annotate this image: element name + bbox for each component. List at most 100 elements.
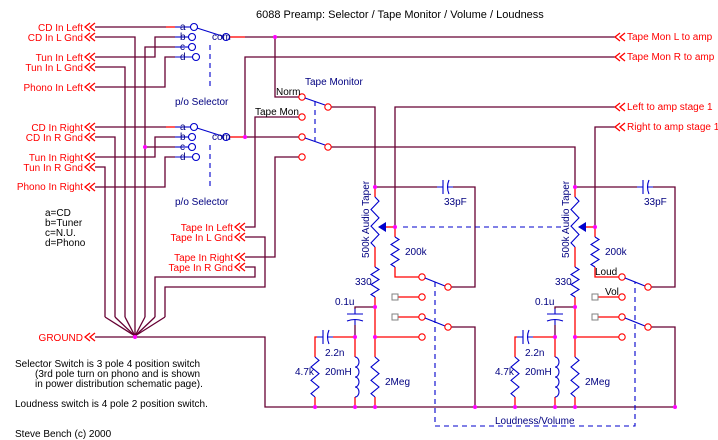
switch-contact: [187, 42, 197, 52]
switch-contact: [418, 313, 426, 321]
junction-dot: [553, 335, 557, 339]
junction-dot: [573, 185, 577, 189]
tape-monitor-label: Tape Monitor: [305, 77, 363, 88]
cap-01u: [547, 309, 563, 325]
notes: Selector Switch is 3 pole 4 position swi…: [15, 359, 208, 440]
component-values: 500k Audio Taper 500k Audio Taper 33pF 3…: [295, 180, 667, 427]
cap-33pf-right: 33pF: [644, 197, 667, 208]
connector-chevron-icon: [83, 22, 96, 32]
connector-chevron-icon: [613, 102, 626, 112]
wire: [514, 336, 517, 357]
label-cd-l-gnd: CD In L Gnd: [28, 33, 83, 44]
cap-33pf: [437, 180, 453, 194]
junction-dot: [573, 405, 577, 409]
connector-chevron-icon: [233, 232, 246, 242]
label-cd-left: CD In Left: [38, 23, 83, 34]
switch-contact: [189, 122, 199, 132]
resistor-2meg: [570, 356, 580, 398]
label-phono-right: Phono In Right: [17, 182, 83, 193]
wire: [394, 106, 615, 227]
wire: [95, 156, 175, 188]
r-200k-left: 200k: [405, 247, 428, 258]
unused-terminal: [591, 313, 599, 321]
capacitor-curved-plate: [526, 329, 530, 345]
capacitor-curved-plate: [326, 329, 330, 345]
tape-monitor-wiper: [304, 137, 326, 146]
selector-com-right: com: [212, 132, 231, 143]
connector-chevron-icon: [83, 82, 96, 92]
connector-chevron-icon: [83, 52, 96, 62]
contact-d-right: d: [180, 152, 186, 163]
unused-terminal: [391, 313, 399, 321]
junction-dot: [243, 135, 247, 139]
output-labels: Tape Mon L to amp Tape Mon R to amp Left…: [627, 32, 718, 133]
switch-contact: [618, 293, 626, 301]
junction-dot: [313, 405, 317, 409]
junction-dot: [373, 305, 377, 309]
switch-contact: [418, 273, 426, 281]
contact-c-right: c: [180, 142, 185, 153]
ground-fan: [114, 316, 136, 337]
cap-33pf: [637, 180, 653, 194]
junction-dot: [353, 405, 357, 409]
potentiometer-wiper-arrow: [378, 222, 386, 232]
selector-label-left: p/o Selector: [175, 97, 229, 108]
junction-dot: [353, 335, 357, 339]
cap-01u-left: 0.1u: [335, 297, 354, 308]
vol-label: Vol: [605, 287, 619, 298]
label-tun-l-gnd: Tun In L Gnd: [25, 63, 83, 74]
r-330-left: 330: [355, 277, 372, 288]
legend-item: c=N.U.: [45, 228, 76, 239]
resistor-2meg: [370, 356, 380, 398]
tape-monitor-positions: Norm Tape Mon Loud Vol: [255, 87, 619, 298]
capacitor-curved-plate: [346, 318, 364, 322]
selector-labels: com com p/o Selector p/o Selector Tape M…: [175, 32, 363, 208]
note-line: (3rd pole turn on phono and is shown: [35, 369, 200, 380]
resistor-330: [569, 266, 581, 298]
wire: [154, 266, 256, 317]
junction-dot: [373, 335, 377, 339]
r-330-right: 330: [555, 277, 572, 288]
connector-chevron-icon: [83, 122, 96, 132]
switch-contact: [187, 132, 197, 142]
wire: [394, 267, 419, 278]
wire: [594, 126, 615, 227]
label-tape-l-gnd: Tape In L Gnd: [171, 233, 233, 244]
unused-terminal: [591, 293, 599, 301]
label-tun-r-gnd: Tun In R Gnd: [23, 163, 83, 174]
switch-contact: [191, 152, 201, 162]
connector-chevron-icon: [83, 182, 96, 192]
label-tape-left: Tape In Left: [181, 223, 233, 234]
junction-dot: [473, 405, 477, 409]
connector-chevron-icon: [83, 152, 96, 162]
unused-terminal: [391, 293, 399, 301]
pot-label-left: 500k Audio Taper: [361, 180, 372, 258]
resistor-4-7k: [510, 356, 520, 398]
junction-dot: [373, 405, 377, 409]
connector-chevron-icon: [233, 222, 246, 232]
connector-chevron-icon: [233, 262, 246, 272]
r-47k-right: 4.7k: [495, 367, 515, 378]
junction-dot: [373, 185, 377, 189]
junction-dot: [143, 145, 147, 149]
cap-01u-right: 0.1u: [535, 297, 554, 308]
switch-contact: [221, 132, 231, 142]
tape-mon-label: Tape Mon: [255, 107, 299, 118]
wire: [651, 186, 676, 288]
label-tape-mon-r: Tape Mon R to amp: [627, 52, 715, 63]
contact-b-left: b: [180, 32, 186, 43]
legend-item: b=Tuner: [45, 218, 83, 229]
wire: [244, 56, 615, 137]
switch-contact: [324, 143, 332, 151]
pot-label-right: 500k Audio Taper: [561, 180, 572, 258]
ground-fan: [124, 316, 136, 337]
wire: [95, 136, 116, 317]
potentiometer-wiper-arrow: [578, 222, 586, 232]
wire: [554, 306, 575, 309]
switch-contact: [644, 323, 652, 331]
switch-contact: [618, 333, 626, 341]
label-tape-right: Tape In Right: [174, 253, 233, 264]
wires: [95, 26, 676, 408]
switch-contact: [418, 293, 426, 301]
norm-label: Norm: [276, 87, 300, 98]
